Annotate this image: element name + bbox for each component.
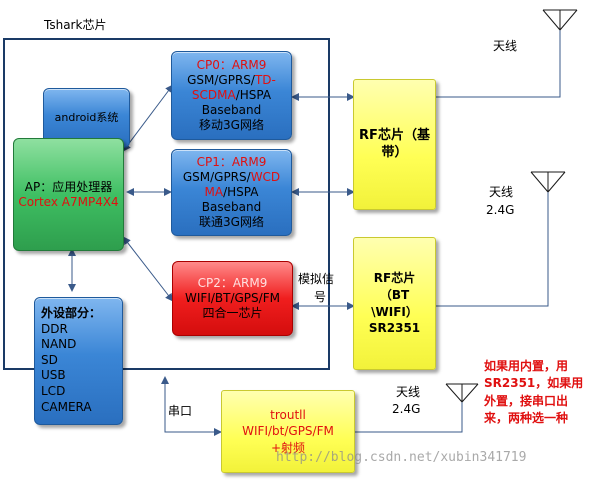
- cp0-line4: 移动3G网络: [199, 118, 264, 132]
- cp1-line2a: MA: [204, 185, 224, 199]
- antenna2-label: 天线: [489, 185, 514, 199]
- peripherals-box: 外设部分： DDR NAND SD USB LCD CAMERA: [34, 297, 123, 425]
- cp0-box: CP0：ARM9 GSM/GPRS/TD- SCDMA/HSPA Baseban…: [171, 51, 292, 140]
- cp1-title: CP1：ARM9: [196, 155, 267, 169]
- note-line2: SR2351，如果用: [484, 376, 584, 391]
- antenna2-icon: [530, 171, 566, 193]
- cp0-line1a: GSM/GPRS/: [187, 73, 255, 87]
- periph-item-camera: CAMERA: [41, 399, 92, 414]
- ap-cp2-link: [122, 236, 174, 302]
- ap-cp0-link: [122, 84, 174, 152]
- android-label: android系统: [54, 111, 119, 125]
- periph-item-usb: USB: [41, 368, 66, 383]
- rf-baseband-box: RF芯片（基 带）: [353, 79, 436, 210]
- rf-wifi-line2: （BT: [379, 287, 410, 302]
- rf-wifi-line4: SR2351: [368, 321, 421, 336]
- cp0-line2a: SCDMA: [191, 88, 236, 102]
- ap-line2: Cortex A7MP4X4: [18, 194, 119, 209]
- antenna2-feed: [436, 190, 549, 307]
- cp2-line1: WIFI/BT/GPS/FM: [185, 291, 280, 305]
- antenna3-icon: [445, 383, 479, 403]
- note-line3: 外置，接串口出: [484, 393, 569, 408]
- cp1-line2b: /HSPA: [223, 185, 259, 199]
- troutll-box: troutll WIFI/bt/GPS/FM +射频: [221, 390, 355, 473]
- periph-item-lcd: LCD: [41, 383, 66, 398]
- cp0-title: CP0：ARM9: [196, 58, 267, 72]
- cp2-line2: 四合一芯片: [202, 306, 263, 320]
- cp1-line4: 联通3G网络: [199, 215, 264, 229]
- antenna3-freq: 2.4G: [392, 402, 421, 416]
- antenna1-icon: [542, 9, 578, 31]
- cp1-line3: Baseband: [201, 200, 262, 214]
- rf-base-line2: 带）: [381, 144, 408, 160]
- cp2-box: CP2：ARM9 WIFI/BT/GPS/FM 四合一芯片: [172, 261, 293, 336]
- analog-signal-label-1: 模拟信: [298, 272, 335, 286]
- rf-wifi-line1: RF芯片: [373, 270, 416, 285]
- antenna3-label: 天线: [396, 385, 421, 399]
- rf-wifi-line3: \WIFI）: [371, 304, 418, 319]
- rf-base-line1: RF芯片（基: [359, 128, 430, 144]
- cp0-line2b: /HSPA: [235, 88, 272, 102]
- note-text: 如果用内置，用 SR2351，如果用 外置，接串口出 来，两种选一种: [484, 358, 596, 428]
- analog-signal-label-2: 号: [314, 290, 327, 304]
- serial-link: [161, 376, 222, 436]
- note-line4: 来，两种选一种: [484, 411, 569, 426]
- chip-boundary: [3, 38, 330, 370]
- cp2-title: CP2：ARM9: [197, 276, 268, 290]
- troutll-line1: troutll: [270, 408, 306, 423]
- chip-title: Tshark芯片: [44, 18, 107, 32]
- antenna1-label: 天线: [493, 39, 518, 53]
- antenna2-freq: 2.4G: [486, 203, 515, 217]
- ap-processor-box: AP：应用处理器 Cortex A7MP4X4: [13, 138, 124, 251]
- note-line1: 如果用内置，用: [484, 359, 569, 373]
- cp1-line1b: WCD: [250, 170, 281, 184]
- cp0-line1b: TD-: [254, 73, 276, 87]
- periph-title: 外设部分：: [41, 306, 102, 320]
- troutll-line2: WIFI/bt/GPS/FM: [242, 424, 334, 439]
- antenna1-feed: [436, 30, 561, 98]
- periph-item-sd: SD: [41, 352, 58, 367]
- cp0-line3: Baseband: [201, 103, 262, 117]
- watermark: http://blog.csdn.net/xubin341719: [276, 450, 527, 465]
- cp1-line1a: GSM/GPRS/: [182, 170, 251, 184]
- ap-line1: AP：应用处理器: [24, 179, 113, 194]
- periph-item-ddr: DDR: [41, 321, 68, 336]
- periph-item-nand: NAND: [41, 337, 77, 352]
- cp1-box: CP1：ARM9 GSM/GPRS/WCD MA/HSPA Baseband 联…: [171, 149, 292, 236]
- serial-label: 串口: [168, 404, 193, 418]
- rf-wifi-box: RF芯片 （BT \WIFI） SR2351: [353, 237, 436, 370]
- troutll-line3: +射频: [270, 440, 306, 455]
- antenna3-feed: [355, 402, 463, 433]
